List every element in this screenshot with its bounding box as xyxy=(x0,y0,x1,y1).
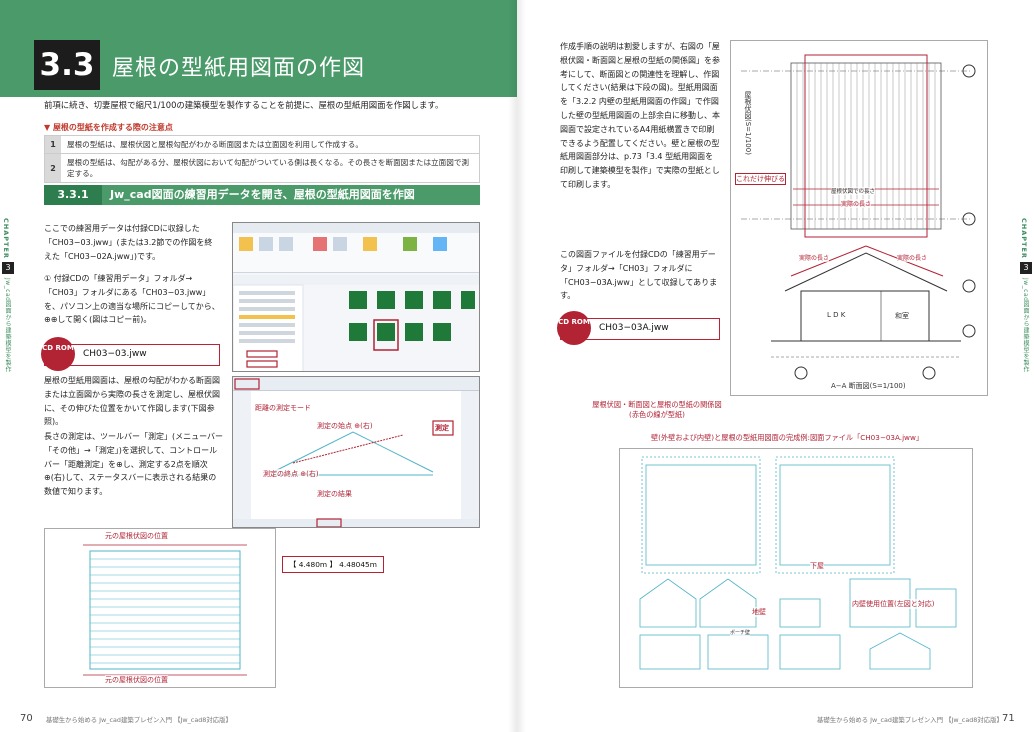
note-text: 屋根の型紙は、勾配がある分、屋根伏図において勾配がついている側は長くなる。その長… xyxy=(67,158,470,178)
label-shitakabe: 下屋 xyxy=(810,561,824,571)
note-number: 2 xyxy=(45,154,61,182)
cd-file-name: CH03−03A.jww xyxy=(599,323,669,333)
relation-diagram-graphic xyxy=(741,54,976,380)
actual-length-left: 実際の長さ xyxy=(799,253,830,262)
cd-rom-icon: CD ROM xyxy=(557,311,591,345)
cd-rom-icon: CD ROM xyxy=(41,337,75,371)
side-chapter-number: 3 xyxy=(2,262,14,274)
note-row: 2 屋根の型紙は、勾配がある分、屋根伏図において勾配がついている側は長くなる。そ… xyxy=(45,154,479,182)
side-chapter-number: 3 xyxy=(1020,262,1032,274)
plan-length-label: 屋根伏図での長さ xyxy=(831,187,876,195)
note-number: 1 xyxy=(45,136,61,153)
label-porch: ポーチ壁 xyxy=(730,629,751,636)
notes-heading: ▼ 屋根の型紙を作成する際の注意点 xyxy=(44,123,173,132)
method-paragraph: 屋根の型紙用図面は、屋根の勾配がわかる断面図または立面図から実際の長さを測定し、… xyxy=(44,376,220,427)
annotation-measure-mode: 距離の測定モード xyxy=(255,403,311,413)
note-row: 1 屋根の型紙は、屋根伏図と屋根勾配がわかる断面図または立面図を利用して作成する… xyxy=(45,136,479,154)
actual-length-right: 実際の長さ xyxy=(897,253,928,262)
step1-paragraph: ① 付録CDの「練習用データ」フォルダ→「CH03」フォルダにある「CH03−0… xyxy=(44,274,220,325)
explorer-graphic xyxy=(233,237,479,371)
cd-file-name: CH03−03.jww xyxy=(83,349,147,359)
roof-plan-label: 屋根伏図(S=1/100) xyxy=(744,91,752,155)
cd-rom-box: CD ROM CH03−03.jww xyxy=(41,337,220,371)
section-number: 3.3 xyxy=(34,40,100,90)
annotation-end-point: 測定の終点 ⊕(右) xyxy=(263,469,319,479)
status-bar-result: 【 4.480m 】 4.48045m xyxy=(282,556,384,573)
explorer-screenshot xyxy=(232,222,480,372)
wall-roof-graphic xyxy=(639,456,957,670)
roof-pattern-graphic xyxy=(83,544,247,676)
lead-text: 前項に続き、切妻屋根で縮尺1/100の建築模型を製作することを前提に、屋根の型紙… xyxy=(44,100,444,110)
jwcad-screenshot: 距離の測定モード 測定の始点 ⊕(右) 測定の終点 ⊕(右) 測定の結果 測定 xyxy=(232,376,480,528)
right-intro-paragraph: 作成手順の説明は割愛しますが、右図の「屋根伏図・断面図と屋根の型紙の関係図」を参… xyxy=(560,42,720,189)
label-jikabe: 地壁 xyxy=(752,607,766,617)
page-number: 70 xyxy=(20,713,33,724)
side-chapter-label: CHAPTER xyxy=(2,218,10,259)
intro-paragraph: ここでの練習用データは付録CDに収録した「CH03−03.jww」(または3.2… xyxy=(44,224,213,261)
section-view-label: A−A 断面図(S=1/100) xyxy=(831,382,906,390)
label-naiheki: 内壁使用位置(左図と対応) xyxy=(852,599,935,609)
room-washitsu-label: 和室 xyxy=(895,312,909,320)
annotation-start-point: 測定の始点 ⊕(右) xyxy=(317,421,373,431)
side-chapter-label: CHAPTER xyxy=(1020,218,1028,259)
room-ldk-label: L D K xyxy=(827,311,846,319)
cd-rom-box: CD ROM CH03−03A.jww xyxy=(557,311,720,345)
side-chapter-title: Jw_cad図面から建築模型を製作 xyxy=(4,278,11,373)
book-gutter xyxy=(508,0,526,732)
notes-table: 1 屋根の型紙は、屋根伏図と屋根勾配がわかる断面図または立面図を利用して作成する… xyxy=(44,135,480,183)
bottom-drawing-caption: 壁(外壁および内壁)と屋根の型紙用図面の完成例:図面ファイル「CH03−03A.… xyxy=(650,433,924,442)
diagram-caption: 屋根伏図・断面図と屋根の型紙の関係図 (赤色の線が型紙) xyxy=(592,400,722,419)
annotation-measure-tool: 測定 xyxy=(435,423,449,433)
note-text: 屋根の型紙は、屋根伏図と屋根勾配がわかる断面図または立面図を利用して作成する。 xyxy=(67,140,363,149)
footer-text: 基礎生から始める Jw_cad建築プレゼン入門 【Jw_cad8対応版】 xyxy=(46,716,232,724)
jwcad-graphic xyxy=(233,378,479,527)
subsection-header: 3.3.1 Jw_cad図面の練習用データを開き、屋根の型紙用図面を作図 xyxy=(44,185,480,205)
roof-section-relation-diagram: 屋根伏図(S=1/100) これだけ伸びる 屋根伏図での長さ 実際の長さ 実際の… xyxy=(730,40,988,396)
roof-top-label: 元の屋根伏図の位置 xyxy=(105,531,168,541)
right-cd-paragraph: この図面ファイルを付録CDの「練習用データ」フォルダ→「CH03」フォルダに「C… xyxy=(560,250,718,301)
measure-paragraph: 長さの測定は、ツールバー「測定」(メニューバー「その他」→「測定」)を選択して、… xyxy=(44,432,224,497)
wall-roof-pattern-drawing: 下屋 内壁使用位置(左図と対応) 地壁 ポーチ壁 xyxy=(619,448,973,688)
section-title: 屋根の型紙用図面の作図 xyxy=(112,56,366,81)
annotation-result: 測定の結果 xyxy=(317,489,352,499)
roof-bottom-label: 元の屋根伏図の位置 xyxy=(105,675,168,685)
side-chapter-title: Jw_cad図面から建築模型を製作 xyxy=(1022,278,1029,373)
actual-length-label: 実際の長さ xyxy=(841,199,872,208)
left-page: 3.3 屋根の型紙用図面の作図 前項に続き、切妻屋根で縮尺1/100の建築模型を… xyxy=(0,0,517,724)
roof-pattern-drawing: 元の屋根伏図の位置 元の屋根伏図の位置 xyxy=(44,528,276,688)
right-page: 作成手順の説明は割愛しますが、右図の「屋根伏図・断面図と屋根の型紙の関係図」を参… xyxy=(517,0,1034,732)
footer-text: 基礎生から始める Jw_cad建築プレゼン入門 【Jw_cad8対応版】 xyxy=(817,716,1003,724)
subsection-number: 3.3.1 xyxy=(44,185,102,205)
extend-label: これだけ伸びる xyxy=(735,173,786,185)
page-number: 71 xyxy=(1002,713,1015,724)
subsection-title: Jw_cad図面の練習用データを開き、屋根の型紙用図面を作図 xyxy=(110,188,415,201)
